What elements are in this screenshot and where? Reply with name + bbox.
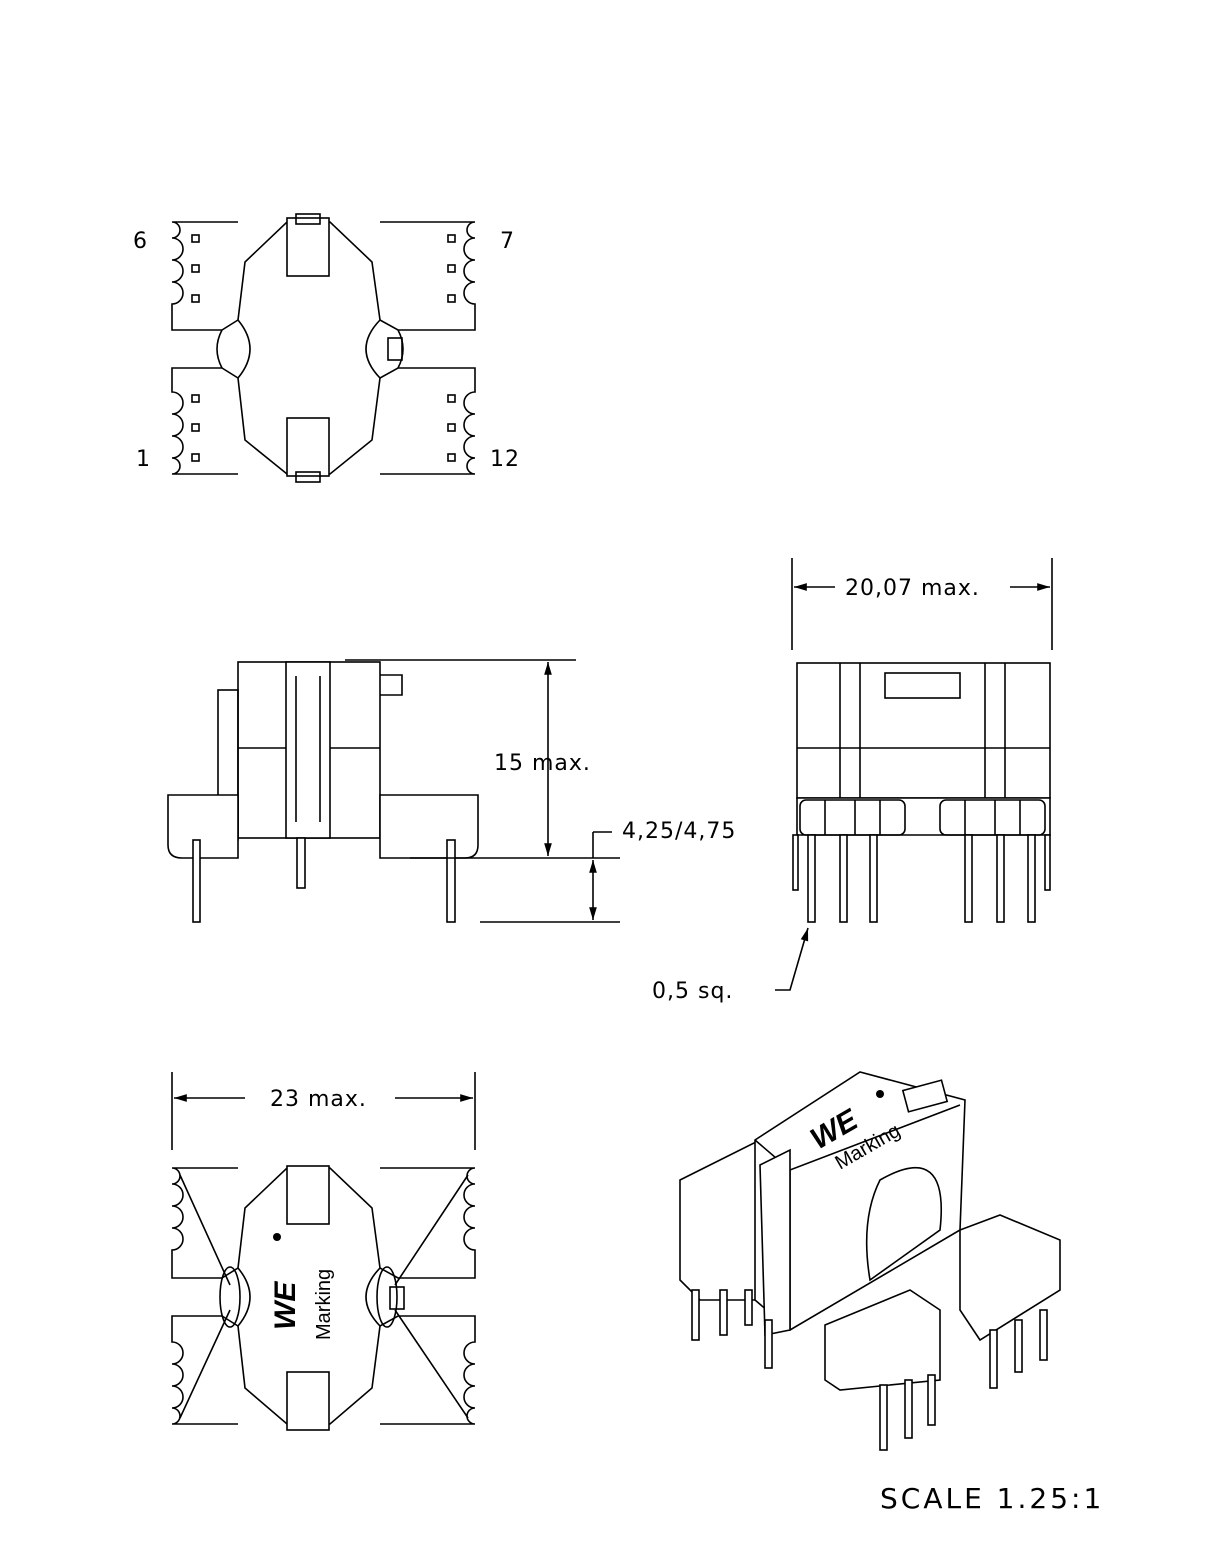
iso-pin-block-front (824, 1289, 941, 1391)
core-body-bottom (237, 1167, 381, 1425)
clip-front (884, 672, 961, 699)
marking-label: Marking (313, 1269, 335, 1340)
clip-bottom (286, 417, 330, 477)
bottom-width-dim-label: 23 max. (270, 1087, 367, 1112)
isometric-view: WE Marking (679, 1071, 1061, 1451)
base-right (379, 794, 479, 859)
front-view: 20,07 max. 0,5 sq. (652, 558, 1053, 1004)
width-dim-label: 20,07 max. (845, 576, 980, 601)
iso-winding (865, 1166, 942, 1282)
iso-clip (759, 1148, 791, 1336)
core-front (796, 662, 1051, 799)
pin-label-1: 1 (136, 447, 151, 472)
polarity-tab (387, 337, 403, 361)
side-view: 15 max. 4,25/4,75 (167, 659, 736, 923)
pin-length-dim-label: 4,25/4,75 (622, 819, 736, 844)
iso-pins (691, 1289, 1048, 1451)
core-body (237, 221, 381, 475)
pin-label-7: 7 (500, 229, 515, 254)
pin-label-6: 6 (133, 229, 148, 254)
we-logo: WE (269, 1281, 302, 1330)
pin-left (192, 839, 201, 923)
left-pin-block-lower (171, 367, 239, 475)
iso-pin-block-right (959, 1214, 1061, 1342)
scale-label: SCALE 1.25:1 (880, 1482, 1104, 1515)
left-pin-block-upper (171, 221, 239, 331)
pins-front (792, 834, 1051, 923)
bobbin-flange (796, 797, 1051, 836)
right-pin-block-lower (379, 367, 476, 475)
height-dim-label: 15 max. (494, 751, 591, 776)
pin-center (296, 837, 306, 889)
right-pin-block-upper (379, 221, 476, 331)
clip-top (286, 217, 330, 277)
pin-label-12: 12 (490, 447, 520, 472)
pin-markers (191, 234, 456, 462)
base-left (167, 794, 239, 859)
polarity-dot (273, 1233, 281, 1241)
bottom-view: 23 max. WE Marking (171, 1072, 476, 1431)
pin-size-leader (775, 927, 809, 991)
clip-bottom-tab (295, 471, 321, 483)
pin-size-label: 0,5 sq. (652, 979, 733, 1004)
clip-top-tab (295, 213, 321, 225)
core-legs (216, 329, 404, 369)
top-view: 6 7 1 12 (133, 213, 520, 483)
pin-right (446, 839, 456, 923)
clip-side (285, 661, 331, 839)
windings (799, 799, 1046, 836)
